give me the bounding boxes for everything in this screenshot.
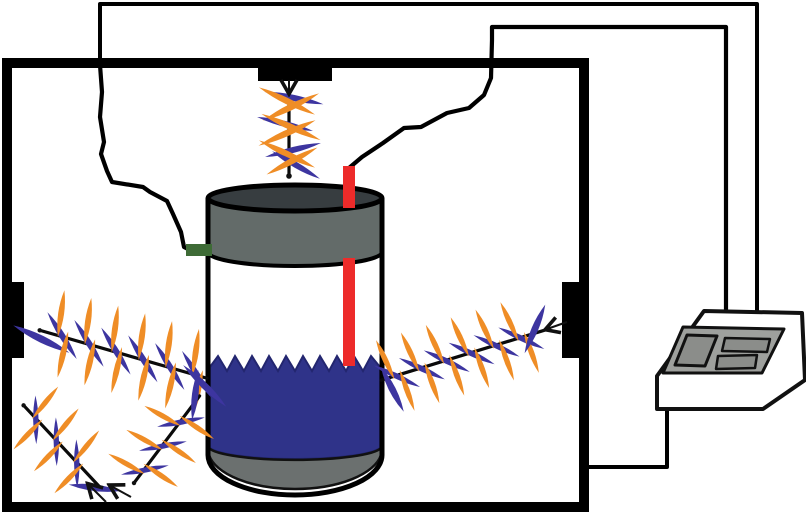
insulated-chamber-wall <box>2 58 589 512</box>
vessel-lid-top <box>205 182 385 214</box>
specimen-segment <box>440 308 503 396</box>
pointer-arrow-bottom-2 <box>111 486 132 497</box>
green-sensor-lead <box>186 244 212 256</box>
vessel-liquid <box>209 353 381 461</box>
pointer-arrow-right <box>547 322 568 329</box>
right-specimen-chain <box>365 289 566 419</box>
red-temperature-probe-top <box>343 166 355 208</box>
blue-leaf <box>270 148 322 182</box>
data-logger <box>655 309 806 411</box>
top-port <box>258 67 332 81</box>
stem-tip <box>131 480 137 486</box>
orange-leaf <box>260 110 322 144</box>
vessel-lid-band <box>206 196 384 268</box>
logger-button-2 <box>714 353 759 371</box>
specimen-segment <box>415 316 478 404</box>
hanging-specimen <box>256 84 324 182</box>
stem-tip <box>21 403 26 408</box>
logger-screen <box>673 333 719 368</box>
stem-tip <box>37 328 42 333</box>
left-specimen-chain <box>11 279 246 425</box>
specimen-segment <box>489 293 552 381</box>
logger-button-1 <box>720 336 772 354</box>
red-temperature-probe <box>343 258 355 366</box>
ground-wire <box>583 410 669 469</box>
lead-wire-inner <box>346 24 729 314</box>
right-port <box>562 282 579 358</box>
stem-tip <box>286 173 292 179</box>
left-port <box>8 282 24 358</box>
specimen-cluster-1 <box>0 378 122 515</box>
pointer-arrow-bottom-1 <box>89 485 107 503</box>
sensor-wire <box>97 62 195 254</box>
specimen-cluster-2 <box>102 369 243 508</box>
lead-wire-outer <box>98 2 759 311</box>
specimen-segment <box>465 300 528 388</box>
sample-vessel <box>186 166 385 498</box>
vessel-outline <box>205 198 385 498</box>
